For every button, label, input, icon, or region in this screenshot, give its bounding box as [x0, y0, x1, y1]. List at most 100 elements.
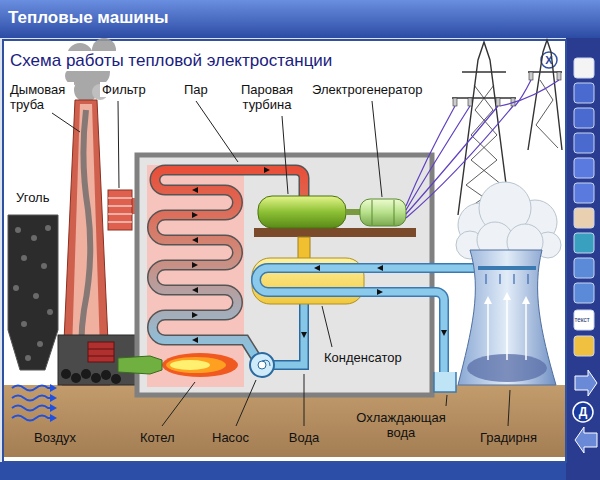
icon-caption: текст: [568, 315, 596, 324]
cooling-tower: [527, 274, 528, 284]
air-arrows: [50, 404, 57, 412]
cooling-tower: [522, 296, 530, 304]
leader-lines: [118, 101, 119, 188]
cooling-tower: [525, 300, 527, 360]
leader-lines: [196, 101, 238, 162]
leader-lines: [446, 395, 447, 406]
coal-bunker: [88, 356, 114, 357]
leader-lines: [52, 113, 80, 132]
turbine-generator: [298, 237, 310, 259]
power-pylons: [496, 98, 500, 106]
callout-label: Охлаждающая вода: [350, 410, 452, 440]
toolbar-icons: [574, 108, 594, 128]
callout-label: Вода: [288, 430, 320, 445]
toolbar-icons: [574, 83, 594, 103]
boiler-coil: [192, 287, 198, 293]
power-pylons: [468, 98, 472, 106]
cooling-tower: [488, 296, 526, 360]
cooling-tower: [485, 274, 486, 284]
callout-label: Электрогенератор: [312, 82, 423, 97]
turbine-generator: [254, 196, 416, 259]
cooling-tower: [506, 296, 508, 360]
coal-bunker: [13, 225, 53, 361]
filter: [108, 214, 132, 215]
coal-bunker: [88, 349, 114, 350]
cooling-water-pipe: [256, 268, 486, 375]
turbine-generator: [254, 228, 416, 237]
callout-label: Воздух: [34, 430, 76, 445]
callout-label: Паровая турбина: [230, 82, 304, 112]
furnace-flame: [162, 353, 238, 377]
cooling-tower: [458, 250, 556, 385]
filter: [108, 190, 132, 230]
cooling-water-pipe: [256, 265, 486, 392]
callout-label: Конденсатор: [322, 350, 404, 365]
air-arrows: [50, 414, 57, 422]
air-arrows: [12, 396, 50, 401]
toolbar-icons: [574, 133, 594, 153]
coal-bunker: [45, 225, 51, 231]
coal-bunker: [25, 355, 31, 361]
cooling-tower: [513, 274, 514, 284]
cooling-water-pipe: [314, 265, 447, 336]
boiler-coil: [192, 237, 198, 243]
steam-cloud: [456, 182, 561, 260]
callout-label: Насос: [212, 430, 249, 445]
callout-label: Фильтр: [100, 82, 148, 97]
toolbar-icons: [574, 183, 594, 203]
power-pylons: [536, 80, 558, 148]
air-arrows: [50, 384, 57, 392]
water-pump: [258, 361, 266, 369]
power-wires: [406, 106, 513, 218]
turbine-generator: [394, 200, 395, 225]
filter: [108, 198, 132, 199]
furnace-flame: [118, 356, 162, 374]
leader-lines: [52, 101, 510, 426]
boiler-coil: [192, 337, 198, 343]
toolbar-icons: [574, 58, 594, 78]
toolbar-icons: [574, 283, 594, 303]
water-pump: [274, 304, 304, 365]
cooling-tower: [478, 266, 536, 270]
boiler-coil: [192, 312, 198, 318]
cooling-tower: [484, 292, 530, 304]
cooling-tower: [458, 250, 556, 385]
power-wires: [406, 106, 455, 206]
coal-bunker: [37, 341, 43, 347]
cooling-water-pipe: [314, 265, 320, 271]
leader-lines: [304, 374, 305, 426]
boiler-coil: [192, 212, 198, 218]
plant-building: [147, 165, 244, 387]
plant-building: [137, 155, 432, 395]
coal-bunker: [31, 235, 37, 241]
furnace-flame: [166, 357, 226, 373]
cooling-tower: [499, 274, 500, 284]
power-pylons: [529, 72, 533, 80]
coal-bunker: [71, 373, 81, 383]
plant-building: [137, 155, 432, 395]
power-pylons: [453, 98, 457, 106]
app-frame: [0, 462, 566, 480]
app-header: Тепловые машины: [8, 8, 169, 28]
cooling-tower: [486, 274, 528, 284]
coal-bunker: [91, 373, 101, 383]
leader-lines: [162, 382, 195, 426]
coal-bunker: [101, 370, 111, 380]
cooling-water-pipe: [377, 289, 383, 295]
coal-bunker: [61, 369, 71, 379]
app-frame: [566, 38, 600, 480]
toolbar-icons: [573, 58, 597, 453]
air-arrows: [50, 394, 57, 402]
coal-bunker: [21, 255, 27, 261]
leader-lines: [322, 306, 332, 347]
cooling-water-pipe: [256, 268, 486, 375]
boiler-coil: [264, 167, 270, 173]
power-pylons: [462, 71, 506, 72]
water-pump: [250, 353, 274, 377]
turbine-generator: [360, 199, 406, 226]
filter: [108, 206, 132, 207]
air-arrows: [12, 384, 57, 422]
leader-lines: [372, 101, 382, 197]
air-arrows: [12, 406, 50, 411]
